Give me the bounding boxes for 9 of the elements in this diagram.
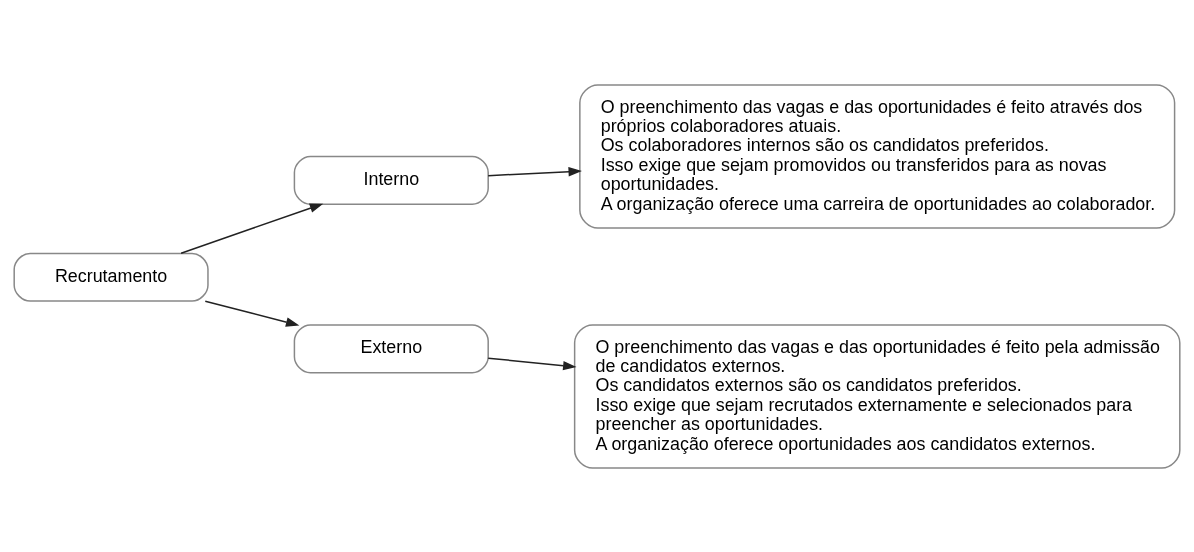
node-box: Externo [293,323,489,373]
arrow [487,166,582,176]
arrow [180,203,324,254]
arrow [487,356,577,370]
node-box: O preenchimento das vagas e das oportunidades é feito através dos próprios colaboradores atuais. Os colaboradores internos são os candidatos preferidos. Isso exige que sejam promovidos ou transferidos para as novas oportunidades. A organização oferece uma carreira de oportunidades ao colaborador. [579,83,1176,229]
node-box: O preenchimento das vagas e das oportunidades é feito pela admissão de candidatos externos. Os candidatos externos são os candidatos preferidos. Isso exige que sejam recrutados externamente e selecionados para preencher as oportunidades. A organização oferece oportunidades aos candidatos externos. [573,323,1181,469]
node-box: Interno [293,155,489,205]
arrow [204,299,300,327]
node-box: Recrutamento [13,252,209,302]
